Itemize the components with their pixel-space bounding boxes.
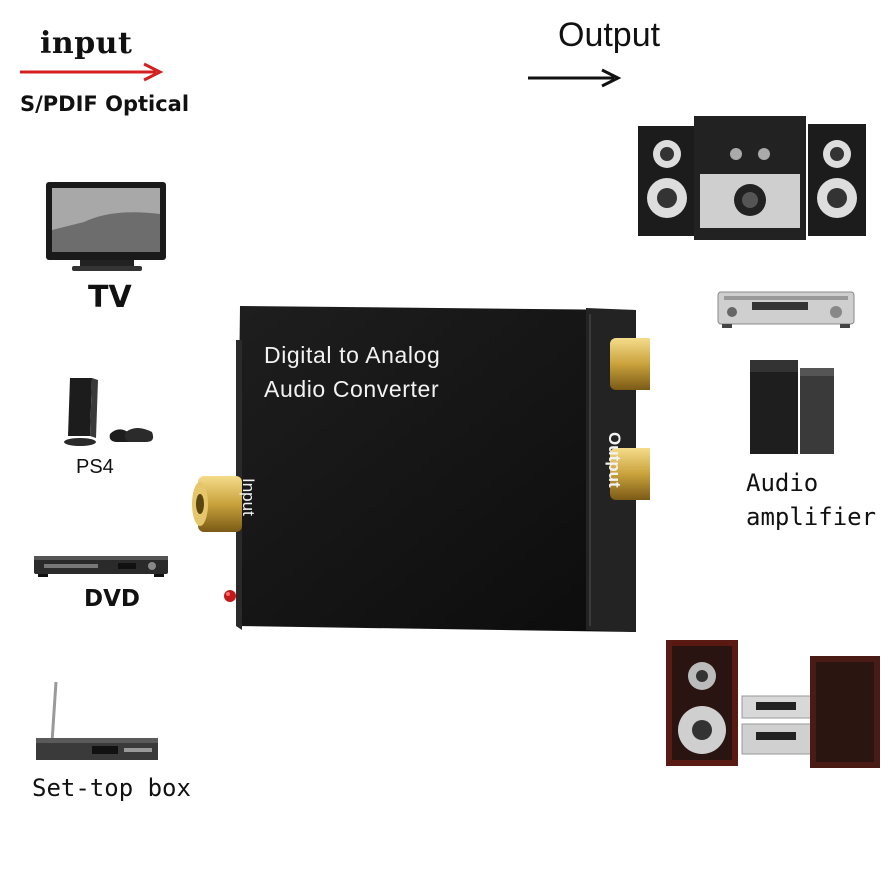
speaker-system-icon [638, 116, 866, 240]
dvd-label: DVD [84, 586, 140, 612]
ps4-console-icon [64, 378, 154, 446]
settop-box-label: Set-top box [32, 774, 191, 802]
input-subtitle: S/PDIF Optical [20, 92, 190, 116]
amplifier-speakers-icon [750, 360, 834, 454]
tv-icon [46, 182, 166, 271]
amp-label-line1: Audio [746, 469, 819, 497]
tv-label: TV [88, 280, 132, 315]
output-arrow-icon [528, 68, 622, 88]
input-arrow-icon [20, 62, 164, 82]
converter-input-label: Input [239, 478, 258, 516]
amp-label-line2: amplifier [746, 503, 877, 531]
converter-title-line2: Audio Converter [264, 376, 440, 402]
av-receiver-icon [717, 291, 855, 328]
converter-device [192, 306, 650, 632]
output-heading: Output [558, 16, 661, 54]
converter-title-line1: Digital to Analog [264, 342, 441, 368]
dvd-player-icon [34, 556, 168, 577]
set-top-box-icon [36, 681, 158, 760]
converter-output-label: Output [605, 432, 624, 488]
input-heading: input [40, 26, 133, 61]
ps4-label: PS4 [76, 456, 114, 478]
audio-amplifier-label: Audio amplifier [746, 466, 876, 534]
hifi-system-icon [666, 640, 880, 768]
